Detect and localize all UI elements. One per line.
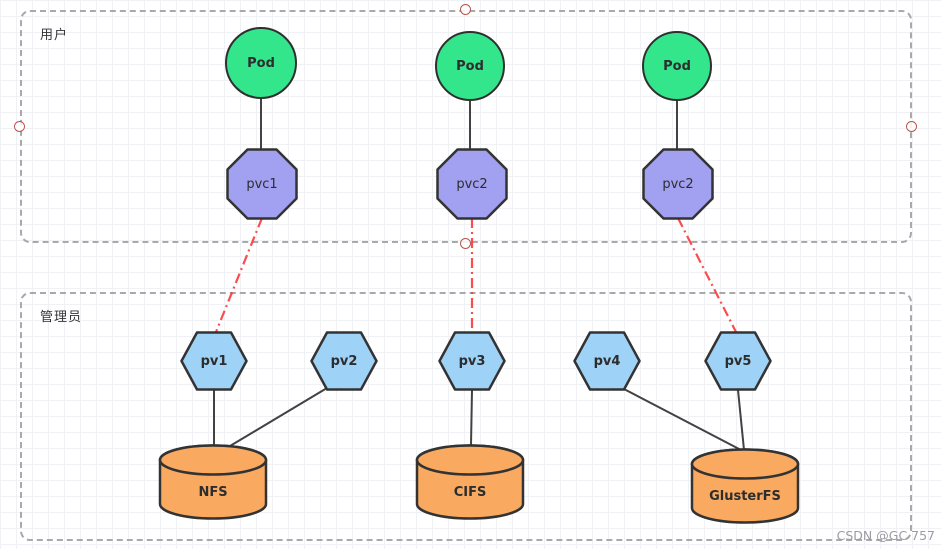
connection-handle-bottom[interactable] (460, 238, 471, 249)
node-pv2[interactable]: pv2 (310, 331, 378, 391)
node-storage-nfs-label: NFS (198, 485, 228, 500)
node-pod-2-label: Pod (456, 58, 484, 74)
connection-handle-left[interactable] (14, 121, 25, 132)
node-pod-2[interactable]: Pod (435, 31, 505, 101)
hexagon-shape (180, 331, 248, 391)
node-pvc2b-label: pvc2 (662, 176, 694, 192)
node-storage-glusterfs-label: GlusterFS (709, 489, 781, 504)
node-pod-1[interactable]: Pod (225, 27, 297, 99)
node-pv5-label: pv5 (724, 353, 752, 369)
container-admin[interactable]: 管理员 (20, 292, 912, 541)
node-pv5[interactable]: pv5 (704, 331, 772, 391)
hexagon-shape (310, 331, 378, 391)
connection-handle-right[interactable] (906, 121, 917, 132)
node-storage-cifs[interactable]: CIFS (415, 443, 525, 521)
node-pv3-label: pv3 (458, 353, 486, 369)
node-pvc2b[interactable]: pvc2 (642, 148, 714, 220)
cylinder-shape (158, 444, 268, 520)
node-pv1[interactable]: pv1 (180, 331, 248, 391)
node-pv4-label: pv4 (593, 353, 621, 369)
node-pvc2[interactable]: pvc2 (436, 148, 508, 220)
container-users-label: 用户 (40, 28, 69, 43)
watermark: CSDN @GC 757 (836, 528, 935, 543)
node-pvc1[interactable]: pvc1 (226, 148, 298, 220)
hexagon-shape (573, 331, 641, 391)
node-pod-3-label: Pod (663, 58, 691, 74)
node-pv4[interactable]: pv4 (573, 331, 641, 391)
connection-handle-top[interactable] (460, 4, 471, 15)
octagon-shape (642, 148, 714, 220)
node-pvc2-label: pvc2 (456, 176, 488, 192)
cylinder-shape (690, 448, 800, 524)
node-pv1-label: pv1 (200, 353, 228, 369)
node-pv2-label: pv2 (330, 353, 358, 369)
node-storage-nfs[interactable]: NFS (158, 443, 268, 521)
cylinder-shape (415, 444, 525, 520)
container-admin-label: 管理员 (40, 310, 83, 325)
node-storage-cifs-label: CIFS (453, 485, 487, 500)
node-pod-3[interactable]: Pod (642, 31, 712, 101)
octagon-shape (226, 148, 298, 220)
node-storage-glusterfs[interactable]: GlusterFS (690, 447, 800, 525)
node-pod-1-label: Pod (247, 55, 275, 71)
node-pvc1-label: pvc1 (246, 176, 278, 192)
hexagon-shape (704, 331, 772, 391)
hexagon-shape (438, 331, 506, 391)
node-pv3[interactable]: pv3 (438, 331, 506, 391)
octagon-shape (436, 148, 508, 220)
